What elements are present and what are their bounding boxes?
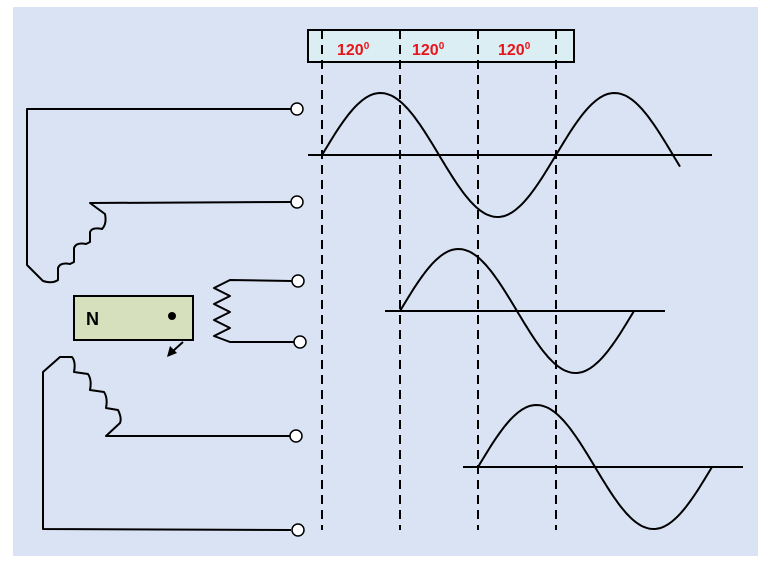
wave-1-sine xyxy=(321,91,681,219)
pivot-dot xyxy=(168,312,176,320)
coil-1-winding xyxy=(26,108,292,284)
terminal-2a xyxy=(291,274,305,288)
phase-label-2: 1200 xyxy=(412,41,445,59)
phase-divider-lines xyxy=(321,30,557,530)
wave-3-sine xyxy=(477,403,713,531)
terminal-1b xyxy=(290,195,304,209)
terminal-3b xyxy=(291,523,305,537)
rotation-arrow-icon xyxy=(167,341,184,357)
background-panel xyxy=(13,7,758,556)
wave-2-sine xyxy=(399,247,635,375)
terminal-1a xyxy=(290,102,304,116)
rotor-magnet: N xyxy=(73,295,194,341)
phase-label-3: 1200 xyxy=(498,41,531,59)
terminal-2b xyxy=(293,335,307,349)
phase-angle-box: 1200 1200 1200 xyxy=(307,29,575,63)
terminal-3a xyxy=(289,429,303,443)
north-pole-label: N xyxy=(86,309,99,329)
coil-3-winding xyxy=(42,356,292,531)
phase-label-1: 1200 xyxy=(337,41,370,59)
coil-2-winding xyxy=(213,279,294,343)
